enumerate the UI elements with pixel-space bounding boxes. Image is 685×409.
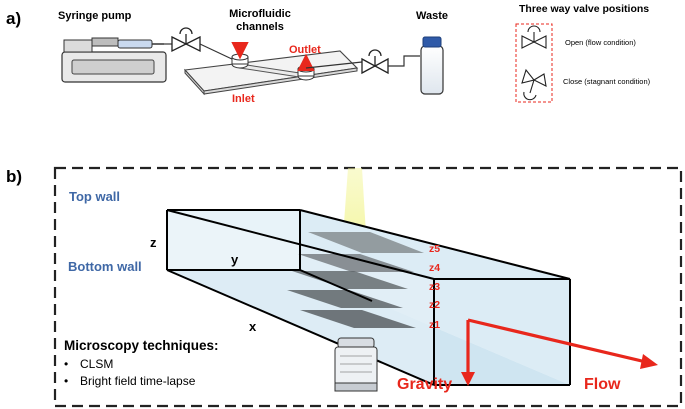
valve-open-label: Open (flow condition) <box>565 38 636 47</box>
technique-bullet: • <box>64 374 68 388</box>
focal-plane-z5 <box>308 232 424 253</box>
syringe-pump-label: Syringe pump <box>58 10 132 22</box>
plane-label-z4: z4 <box>429 262 440 274</box>
plane-label-z5: z5 <box>429 243 440 255</box>
axis-y-label: y <box>231 252 239 267</box>
microfluidic-chip-icon <box>183 50 359 96</box>
gravity-label: Gravity <box>397 376 452 393</box>
valve-close-label: Close (stagnant condition) <box>563 77 651 86</box>
flow-label: Flow <box>584 376 621 393</box>
focal-plane-z4 <box>298 254 414 272</box>
outlet-label: Outlet <box>289 44 321 56</box>
valve-legend-box <box>515 23 553 103</box>
bottom-wall-label: Bottom wall <box>68 259 142 274</box>
axis-z-label: z <box>150 235 157 250</box>
plane-label-z1: z1 <box>429 319 440 331</box>
inlet-label: Inlet <box>232 93 255 105</box>
microfluidic-label-line2: channels <box>236 21 284 33</box>
panel-b-frame <box>53 166 683 408</box>
focal-plane-z3 <box>292 271 408 289</box>
three-way-valve-icon <box>361 49 389 75</box>
focal-plane-z2 <box>287 290 403 308</box>
techniques-title: Microscopy techniques: <box>64 338 219 353</box>
technique-item: CLSM <box>80 357 113 371</box>
panel-a-tag: a) <box>6 9 21 28</box>
top-wall-label: Top wall <box>69 189 120 204</box>
waste-label: Waste <box>416 10 448 22</box>
focal-plane-z1 <box>300 310 416 328</box>
channel-outline <box>166 209 571 386</box>
gravity-arrow <box>461 320 475 386</box>
microscope-objective-icon <box>334 337 378 392</box>
plane-label-z3: z3 <box>429 281 440 293</box>
panel-b-tag: b) <box>6 167 22 186</box>
flow-arrow <box>467 318 658 369</box>
valve-close-icon <box>521 68 547 101</box>
valve-positions-title: Three way valve positions <box>519 3 649 15</box>
technique-bullet: • <box>64 357 68 371</box>
technique-item: Bright field time-lapse <box>80 374 196 388</box>
syringe-pump-icon <box>61 37 167 83</box>
microfluidic-label-line1: Microfluidic <box>229 8 291 20</box>
axis-x-label: x <box>249 319 257 334</box>
focal-planes <box>287 232 424 328</box>
three-way-valve-icon <box>171 27 201 53</box>
valve-open-icon <box>521 25 547 49</box>
waste-bottle-icon <box>420 36 444 95</box>
plane-label-z2: z2 <box>429 299 440 311</box>
